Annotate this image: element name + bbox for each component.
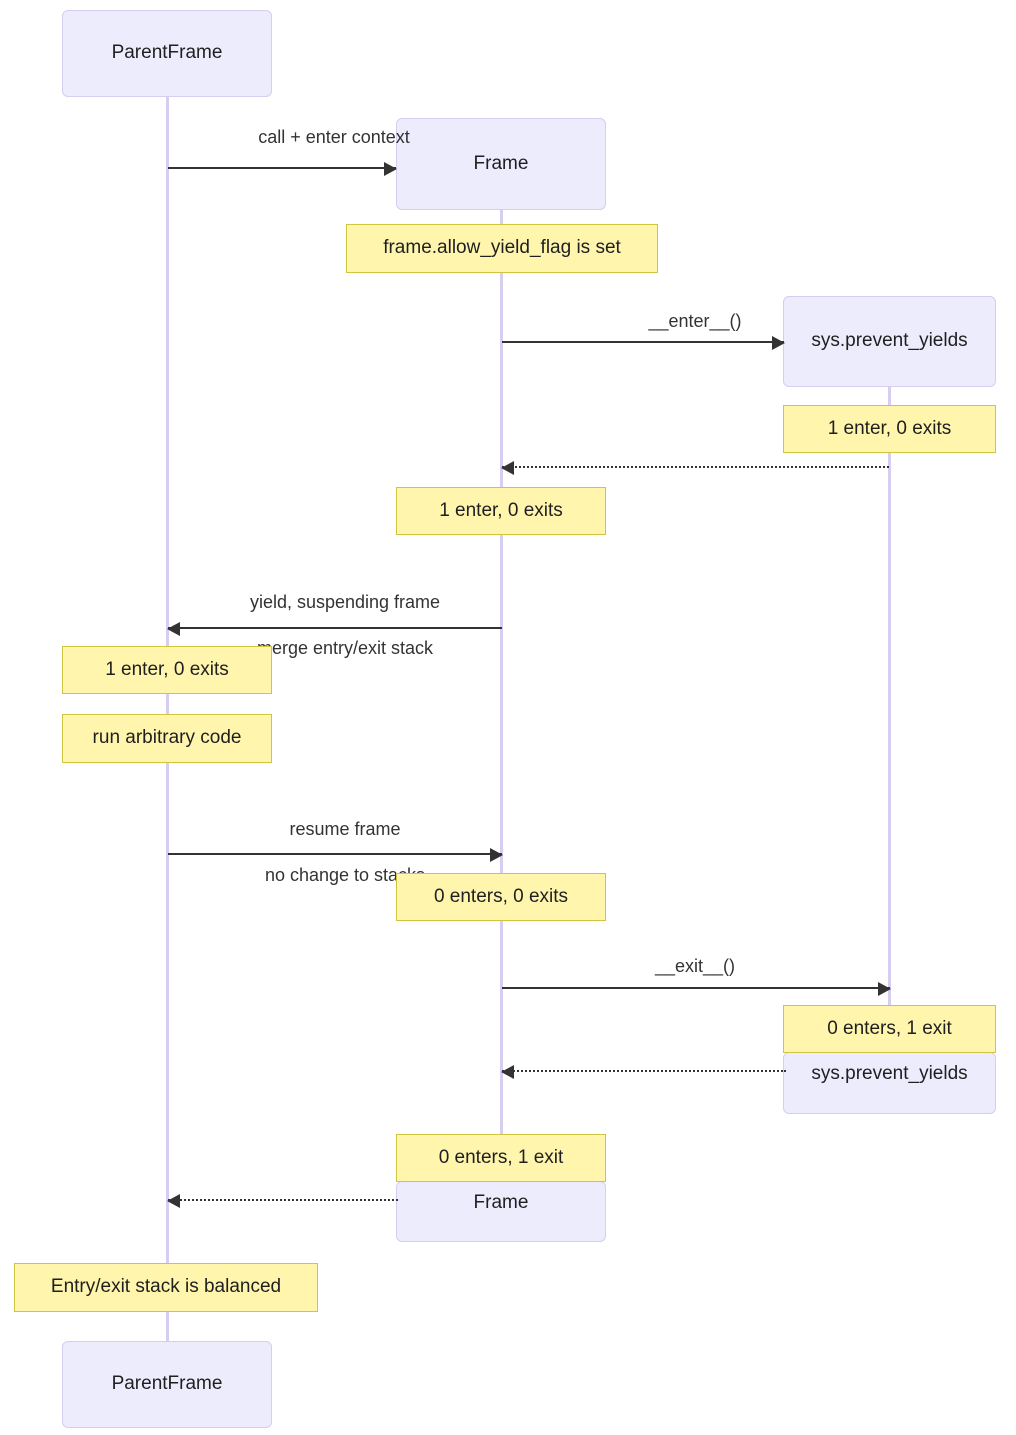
participant-parentframe-bottom[interactable]: ParentFrame [62, 1341, 272, 1428]
participant-label: ParentFrame [111, 1373, 223, 1395]
message-arrow-call-enter-context [168, 162, 397, 176]
note-frame-1-enter-0-exits: 1 enter, 0 exits [396, 487, 606, 535]
note-sys-1-enter-0-exits: 1 enter, 0 exits [783, 405, 996, 453]
note-frame-0-enters-0-exits: 0 enters, 0 exits [396, 873, 606, 921]
message-arrow-return-from-exit [501, 1065, 786, 1079]
message-label-exit: __exit__() [654, 956, 736, 976]
message-label-line1: yield, suspending frame [249, 592, 441, 613]
message-label-yield-suspending-frame: yield, suspending frame merge entry/exit… [168, 568, 502, 683]
note-text: 0 enters, 1 exit [438, 1146, 564, 1168]
arrowhead-right-icon [384, 162, 397, 176]
note-text: frame.allow_yield_flag is set [383, 237, 621, 259]
note-parent-1-enter-0-exits: 1 enter, 0 exits [62, 646, 272, 694]
note-frame-0-enters-1-exit: 0 enters, 1 exit [396, 1134, 606, 1182]
note-text: run arbitrary code [92, 727, 242, 749]
participant-label: ParentFrame [111, 42, 223, 64]
participant-frame-bottom[interactable]: Frame [396, 1181, 606, 1242]
participant-label: Frame [473, 152, 529, 174]
note-text: 1 enter, 0 exits [105, 658, 229, 680]
message-label-enter: __enter__() [648, 311, 742, 331]
note-text: 0 enters, 0 exits [433, 885, 569, 907]
participant-parentframe-top[interactable]: ParentFrame [62, 10, 272, 97]
participant-label: Frame [473, 1192, 529, 1213]
note-run-arbitrary-code: run arbitrary code [62, 714, 272, 763]
message-arrow-yield-suspending-frame [167, 622, 502, 636]
lifeline-frame [500, 209, 503, 1182]
arrowhead-left-icon [501, 1065, 514, 1079]
message-arrow-enter [502, 336, 785, 350]
participant-sys-prevent-yields-top[interactable]: sys.prevent_yields [783, 296, 996, 387]
message-label-line2: merge entry/exit stack [256, 638, 434, 659]
arrowhead-left-icon [167, 622, 180, 636]
message-label-call-enter-context: call + enter context [258, 127, 410, 147]
arrowhead-right-icon [772, 336, 785, 350]
lifeline-sys-prevent-yields [888, 386, 891, 1051]
note-text: Entry/exit stack is balanced [50, 1276, 282, 1298]
note-text: 1 enter, 0 exits [439, 499, 563, 521]
message-arrow-return-to-parentframe [167, 1194, 398, 1208]
note-text: 0 enters, 1 exit [827, 1017, 952, 1039]
arrowhead-right-icon [490, 848, 503, 862]
participant-label: sys.prevent_yields [811, 1063, 968, 1084]
message-arrow-exit [502, 982, 891, 996]
note-text: 1 enter, 0 exits [827, 417, 952, 439]
participant-sys-prevent-yields-bottom[interactable]: sys.prevent_yields [783, 1052, 996, 1114]
arrowhead-right-icon [878, 982, 891, 996]
participant-label: sys.prevent_yields [811, 330, 968, 352]
participant-frame-top[interactable]: Frame [396, 118, 606, 210]
arrowhead-left-icon [501, 461, 514, 475]
note-sys-0-enters-1-exit: 0 enters, 1 exit [783, 1005, 996, 1053]
note-frame-allow-yield-flag: frame.allow_yield_flag is set [346, 224, 658, 273]
message-arrow-return-from-enter [501, 461, 889, 475]
message-label-resume-frame: resume frame no change to stacks [168, 795, 502, 910]
note-entry-exit-stack-is-balanced: Entry/exit stack is balanced [14, 1263, 318, 1312]
message-arrow-resume-frame [168, 848, 503, 862]
message-label-line1: resume frame [289, 819, 401, 840]
arrowhead-left-icon [167, 1194, 180, 1208]
